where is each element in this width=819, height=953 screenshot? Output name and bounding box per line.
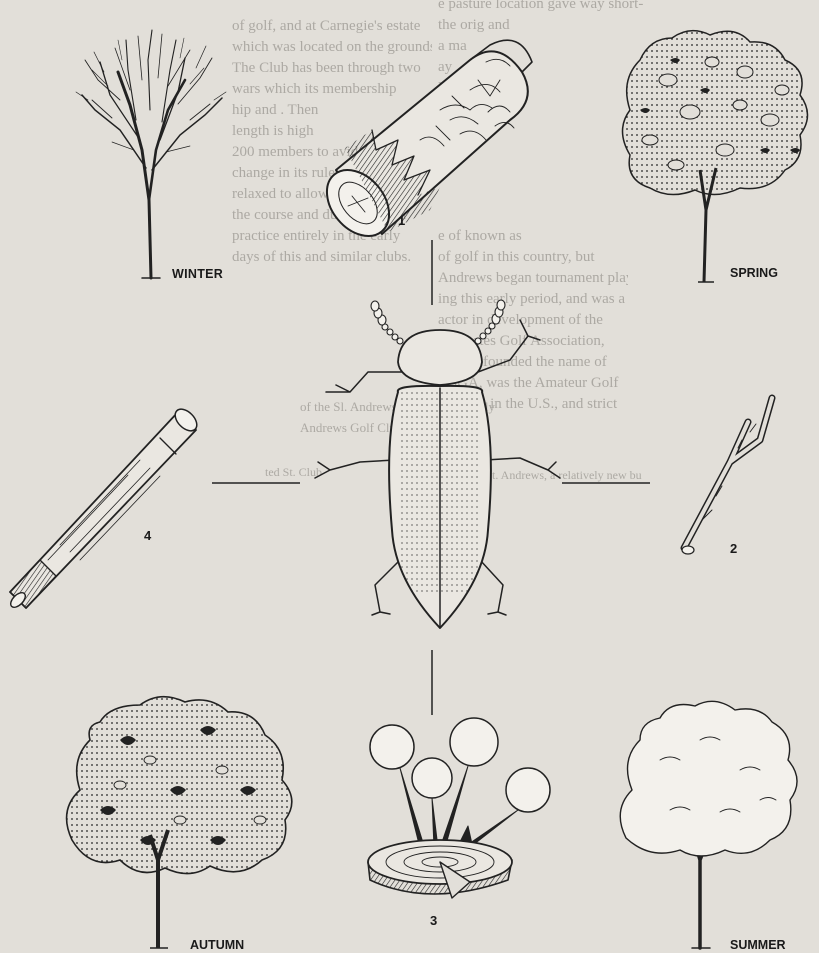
label-winter: WINTER — [172, 267, 223, 281]
number-4: 4 — [144, 528, 152, 543]
stick-stage-4 — [8, 405, 201, 610]
label-summer: SUMMER — [730, 938, 786, 952]
number-1: 1 — [398, 213, 405, 228]
beetle — [315, 300, 560, 628]
spring-tree — [623, 31, 808, 282]
number-3: 3 — [430, 913, 437, 928]
beetle-elytra-texture — [400, 392, 480, 592]
number-2: 2 — [730, 541, 737, 556]
label-spring: SPRING — [730, 266, 778, 280]
twig-stage-2 — [682, 398, 772, 554]
winter-tree — [76, 30, 226, 278]
summer-tree — [620, 701, 797, 948]
autumn-tree — [67, 697, 292, 948]
label-autumn: AUTUMN — [190, 938, 244, 952]
log-stage-1 — [314, 40, 532, 248]
stump-stage-3 — [368, 718, 550, 898]
